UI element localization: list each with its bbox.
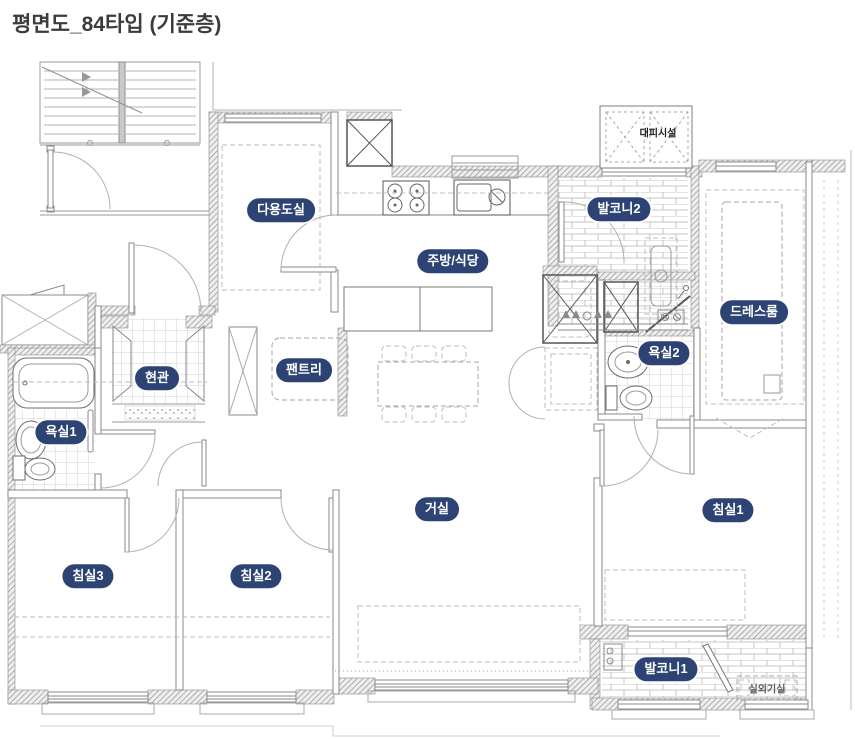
evacuation-box bbox=[599, 105, 693, 169]
room-label-dress-room: 드레스룸 bbox=[720, 300, 788, 324]
kitchen-fixtures bbox=[338, 155, 548, 332]
room-label-entrance: 현관 bbox=[135, 366, 179, 390]
bath2-fixtures bbox=[605, 285, 691, 411]
page-title: 평면도_84타입 (기준층) bbox=[12, 13, 222, 36]
room-label-bed2: 침실2 bbox=[230, 564, 282, 588]
annotation-outdoor-unit: 실외기실 bbox=[748, 684, 786, 696]
room-label-bath1: 욕실1 bbox=[35, 420, 87, 444]
entry-area bbox=[112, 324, 258, 423]
stairs bbox=[39, 61, 402, 146]
stair-door bbox=[40, 145, 209, 216]
windows bbox=[40, 113, 852, 737]
room-label-bed3: 침실3 bbox=[62, 564, 114, 588]
room-label-pantry: 팬트리 bbox=[276, 358, 332, 382]
room-label-kitchen-dining: 주방/식당 bbox=[417, 249, 489, 273]
balcony-fixtures bbox=[558, 245, 734, 693]
doors bbox=[100, 201, 695, 553]
room-label-bath2: 욕실2 bbox=[638, 341, 690, 365]
room-label-living: 거실 bbox=[415, 497, 459, 521]
room-label-utility: 다용도실 bbox=[247, 198, 315, 222]
room-label-balcony1: 발코니1 bbox=[634, 657, 698, 681]
room-label-bed1: 침실1 bbox=[702, 498, 754, 522]
elevator bbox=[0, 284, 97, 354]
annotation-evacuation: 대피시설 bbox=[639, 128, 677, 140]
partition-walls bbox=[7, 111, 813, 711]
room-label-balcony2: 발코니2 bbox=[587, 197, 651, 221]
